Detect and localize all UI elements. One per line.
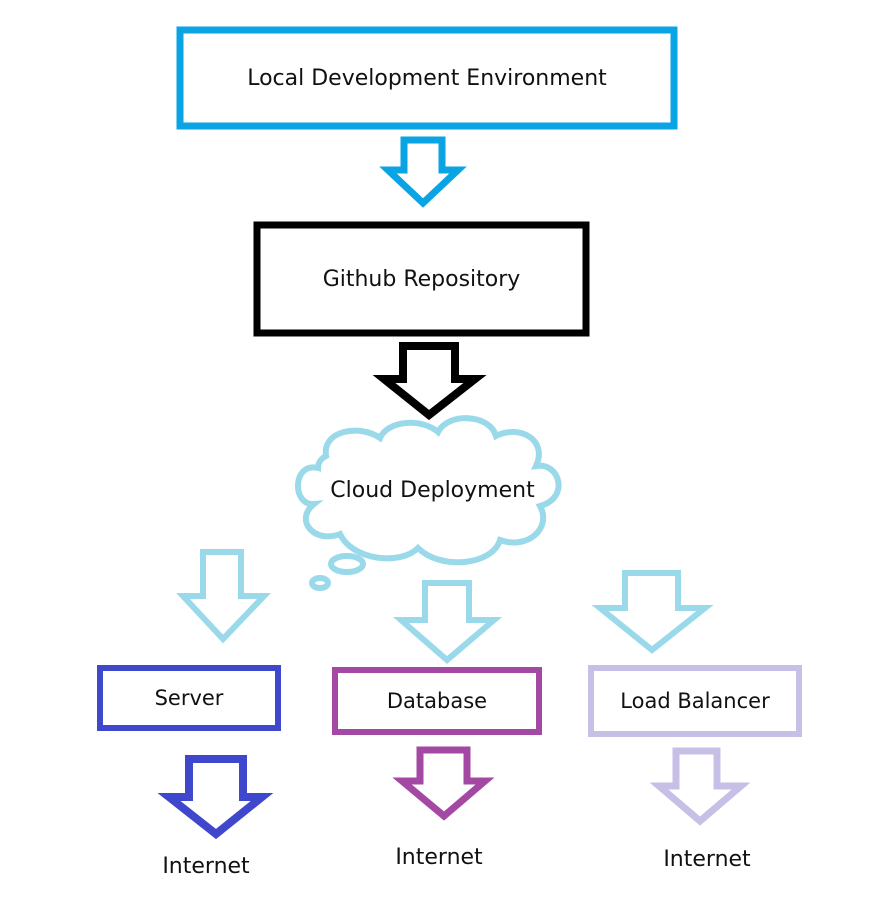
database-label: Database [386, 689, 488, 713]
cloud-to-server-arrow [176, 549, 272, 644]
server-box [97, 665, 281, 731]
github-label: Github Repository [322, 266, 521, 292]
local-to-github-arrow [379, 136, 467, 208]
server-to-internet-arrow [157, 755, 274, 840]
database-internet-label: Internet [395, 845, 483, 870]
server-internet-label: Internet [162, 854, 250, 879]
cloud-to-database-arrow [392, 580, 503, 664]
local-env-label: Local Development Environment [247, 65, 607, 91]
database-box [332, 667, 542, 735]
cloud-shape [295, 415, 562, 591]
load-balancer-internet-label: Internet [663, 847, 751, 872]
cloud-label: Cloud Deployment [330, 477, 535, 503]
load-balancer-to-internet-arrow [649, 747, 751, 826]
server-label: Server [154, 686, 224, 710]
load-balancer-label: Load Balancer [620, 689, 770, 713]
github-box [253, 221, 590, 337]
cloud-to-load-balancer-arrow [591, 570, 714, 654]
database-to-internet-arrow [392, 746, 495, 821]
github-to-cloud-arrow [372, 342, 487, 421]
local-env-box [176, 26, 678, 130]
load-balancer-box [588, 665, 802, 737]
